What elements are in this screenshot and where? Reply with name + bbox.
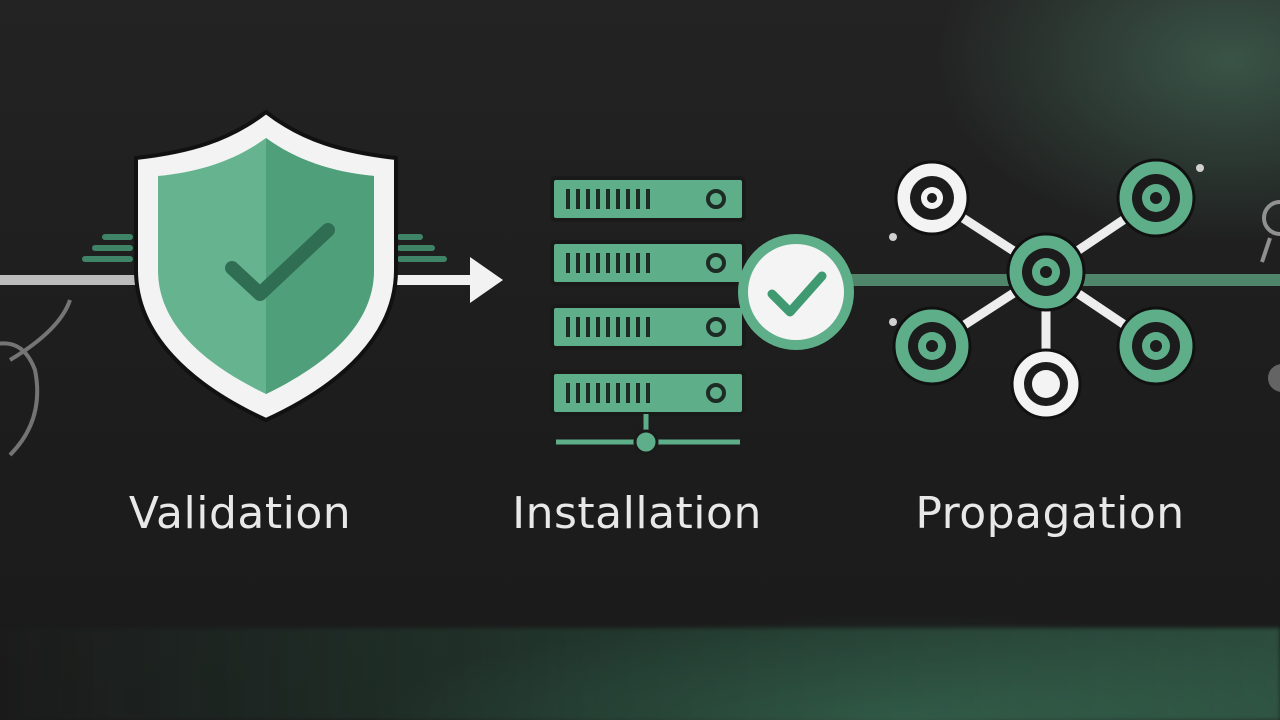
speed-lines <box>82 234 447 262</box>
network-nodes-icon <box>889 158 1204 420</box>
server-unit <box>550 304 746 350</box>
stage-label-propagation: Propagation <box>915 488 1185 539</box>
shield-check-icon <box>134 109 398 423</box>
right-edge-decoration <box>1260 200 1280 392</box>
server-unit <box>550 370 746 416</box>
network-node-top-left <box>894 160 970 236</box>
network-node-center <box>1006 232 1086 312</box>
server-rack-icon <box>550 176 746 455</box>
server-connector-node <box>633 429 659 455</box>
network-node-bottom <box>1010 348 1082 420</box>
network-node-bottom-left <box>892 306 972 386</box>
server-unit <box>550 240 746 286</box>
flow-line-left <box>0 257 503 303</box>
bottom-glow-band <box>0 628 1280 720</box>
flow-arrowhead <box>470 257 503 303</box>
network-node-top-right <box>1116 158 1196 238</box>
network-sparkle-dots <box>889 164 1204 326</box>
left-edge-decoration <box>0 299 72 457</box>
stage-label-installation: Installation <box>512 488 762 539</box>
network-node-bottom-right <box>1116 306 1196 386</box>
check-badge-icon <box>738 234 854 350</box>
server-unit <box>550 176 746 222</box>
stage-label-validation: Validation <box>128 488 352 539</box>
